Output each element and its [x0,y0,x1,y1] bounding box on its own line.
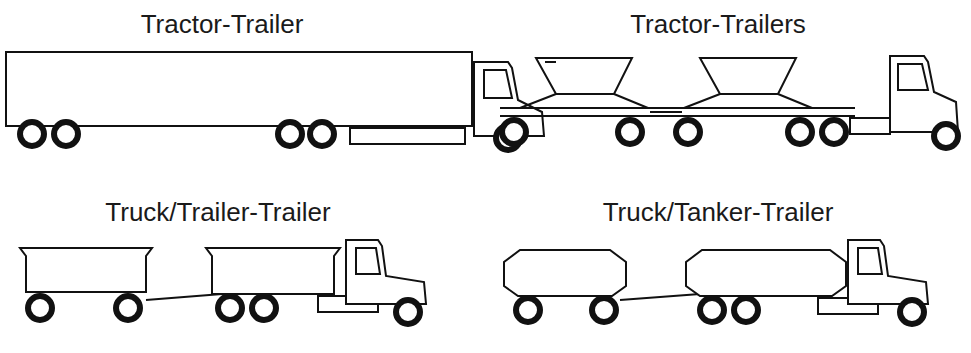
figure-title: Truck/Tanker-Trailer [603,198,834,227]
figure-title: Truck/Trailer-Trailer [105,198,330,227]
figure-title: Tractor-Trailer [141,10,304,39]
truck-trailer-trailer-figure [20,240,426,324]
truck-tanker-trailer-figure [504,240,928,324]
tractor-trailer-figure [6,52,544,150]
figure-title: Tractor-Trailers [630,10,806,39]
tractor-trailers-figure [500,56,958,148]
